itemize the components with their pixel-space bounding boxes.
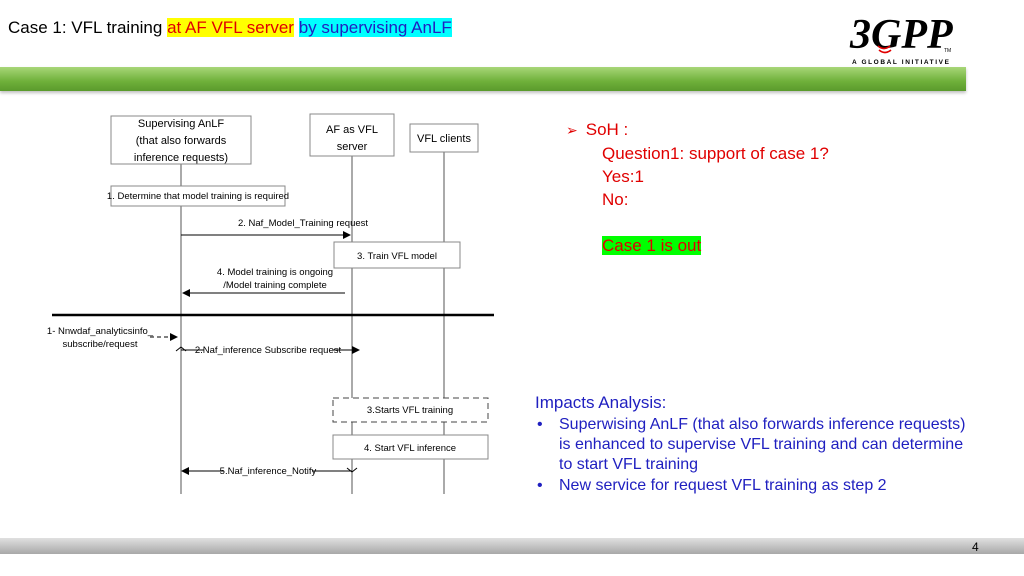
- step3-label: 3. Train VFL model: [357, 251, 437, 262]
- inference-step3-label: 3.Starts VFL training: [367, 405, 453, 416]
- impacts-bullet-2: New service for request VFL training as …: [537, 476, 975, 496]
- footer-bar: [0, 538, 1024, 554]
- soh-question: Question1: support of case 1?: [602, 144, 829, 163]
- page-number: 4: [972, 540, 979, 554]
- inference-step3-box: [332, 397, 489, 423]
- inference-step1-line2: subscribe/request: [63, 339, 138, 350]
- title-highlight-yellow: at AF VFL server: [167, 18, 294, 37]
- header-green-bar: [0, 67, 966, 91]
- soh-block: ➢ SoH : Question1: support of case 1? Yes…: [566, 118, 829, 257]
- slide-title: Case 1: VFL training at AF VFL server by…: [8, 18, 452, 38]
- soh-conclusion: Case 1 is out: [602, 236, 702, 255]
- soh-title: SoH :: [585, 120, 629, 139]
- actor-anlf-line3: inference requests): [134, 152, 228, 164]
- inference-step4-label: 4. Start VFL inference: [364, 443, 456, 454]
- step3-box: [333, 241, 461, 269]
- soh-conclusion-wrapper: Case 1 is out: [566, 234, 829, 257]
- inference-step2-label: 2.Naf_inference Subscribe request: [195, 345, 342, 356]
- inference-step4-box: [332, 434, 489, 460]
- actor-clients-label: VFL clients: [417, 133, 472, 145]
- step2-label: 2. Naf_Model_Training request: [238, 218, 368, 229]
- soh-yes: Yes:1: [602, 167, 644, 186]
- step4-label-line2: /Model training complete: [223, 280, 327, 291]
- 3gpp-logo-icon: 3GPP TM A GLOBAL INITIATIVE: [849, 12, 953, 66]
- impacts-bullet-1: Superwising AnLF (that also forwards inf…: [537, 415, 975, 475]
- actor-anlf-line2: (that also forwards: [136, 135, 227, 147]
- title-plain: Case 1: VFL training: [8, 18, 168, 37]
- impacts-list: Superwising AnLF (that also forwards inf…: [535, 415, 975, 496]
- step1-label: 1. Determine that model training is requ…: [107, 191, 289, 202]
- actor-af-line2: server: [337, 141, 368, 153]
- soh-no: No:: [602, 190, 629, 209]
- impacts-heading: Impacts Analysis:: [535, 393, 667, 412]
- actor-af-line1: AF as VFL: [326, 124, 378, 136]
- actor-box-af: [309, 113, 395, 157]
- inference-step1-line1: 1- Nnwdaf_analyticsinfo_: [47, 326, 154, 337]
- logo-tagline: A GLOBAL INITIATIVE: [852, 59, 951, 66]
- actor-box-clients: [409, 123, 479, 153]
- actor-box-anlf: [110, 115, 252, 165]
- arrow-bullet-icon: ➢: [566, 122, 578, 138]
- step1-box: [110, 185, 286, 207]
- actor-anlf-line1: Supervising AnLF: [138, 118, 224, 130]
- inference-step5-label: 5.Naf_inference_Notify: [220, 466, 317, 477]
- impacts-analysis: Impacts Analysis: Superwising AnLF (that…: [535, 393, 975, 497]
- step4-label-line1: 4. Model training is ongoing: [217, 267, 333, 278]
- logo-brand: 3GPP: [849, 12, 953, 58]
- title-highlight-cyan: by supervising AnLF: [298, 18, 452, 37]
- sequence-diagram: Supervising AnLF (that also forwards inf…: [47, 113, 494, 494]
- logo-tm: TM: [944, 48, 951, 54]
